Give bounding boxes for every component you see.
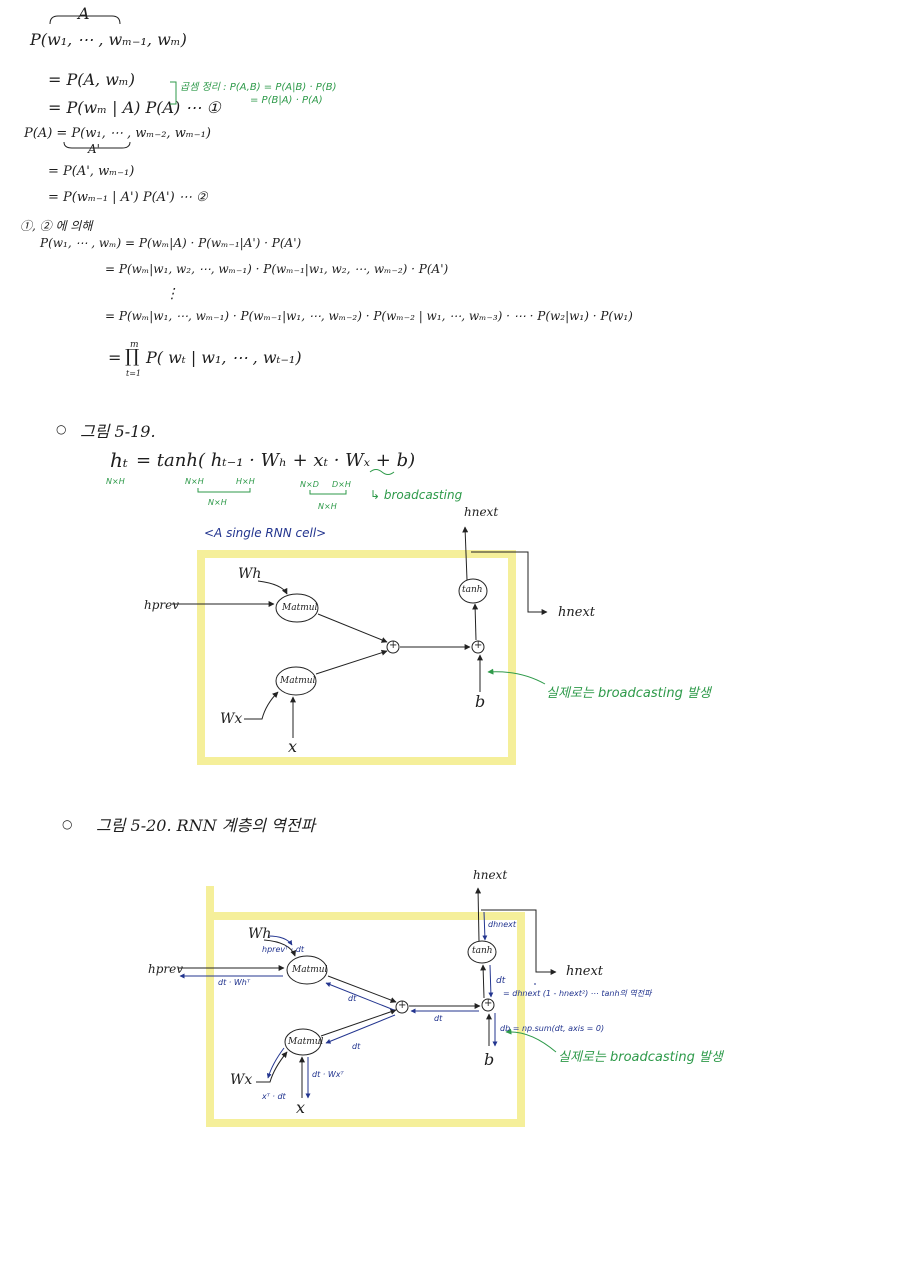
hprev-t-dt: hprevᵀ · dt <box>262 945 304 954</box>
tanh-label-2: tanh <box>472 946 493 956</box>
db-eq: db = np.sum(dt, axis = 0) <box>500 1024 604 1033</box>
wx-label: Wx <box>220 711 242 727</box>
tanh-label: tanh <box>462 585 483 595</box>
h-prev-2: hprev <box>148 962 183 976</box>
wh-label: Wh <box>238 566 261 582</box>
dt-label-4: dt <box>496 976 505 986</box>
tanh-backprop-eq: = dhnext (1 - hnext²) ⋯ tanh의 역전파 <box>503 988 652 999</box>
bullet-2: ○ <box>62 817 72 831</box>
h-next-top-2: hnext <box>473 868 507 882</box>
dt-label-1: dt <box>348 994 356 1003</box>
broadcast-note-2: 실제로는 broadcasting 발생 <box>558 1046 723 1065</box>
dh-next: dhnext <box>488 920 516 929</box>
matmul-label-1-bwd: Matmul <box>292 965 327 975</box>
figure-title-2: 그림 5-20. RNN 계층의 역전파 <box>96 812 315 836</box>
wh-label-2: Wh <box>248 926 271 942</box>
x-t-dt: xᵀ · dt <box>262 1092 286 1101</box>
broadcast-note-1: 실제로는 broadcasting 발생 <box>546 682 711 701</box>
dt-label-3: dt <box>434 1014 442 1023</box>
x-label-2: x <box>296 1098 305 1117</box>
plus-1-bwd: + <box>398 1000 406 1011</box>
h-next-right: hnext <box>558 605 595 620</box>
wx-label-2: Wx <box>230 1072 252 1088</box>
plus-2: + <box>474 640 482 651</box>
h-prev: hprev <box>144 598 179 612</box>
matmul-label-2-bwd: Matmul <box>288 1037 323 1047</box>
x-label: x <box>288 737 297 756</box>
h-next-right-2: hnext <box>566 964 603 979</box>
dt-wx-t: dt · Wxᵀ <box>312 1070 344 1079</box>
b-label-2: b <box>484 1050 494 1069</box>
b-label: b <box>475 692 485 711</box>
matmul-label-2: Matmul <box>280 676 315 686</box>
matmul-label-1: Matmul <box>282 603 317 613</box>
plus-1: + <box>389 640 397 651</box>
h-next-top: hnext <box>464 505 498 519</box>
plus-2-bwd: + <box>484 998 492 1009</box>
dt-wh-t: dt · Whᵀ <box>218 978 250 987</box>
dt-label-2: dt <box>352 1042 360 1051</box>
